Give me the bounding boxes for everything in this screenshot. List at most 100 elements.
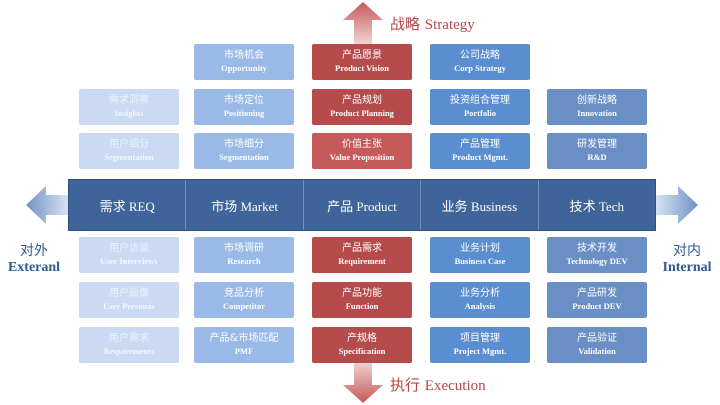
box-competitor-en: Competitor xyxy=(222,300,265,311)
box-business-case-en: Business Case xyxy=(454,255,506,266)
box-product-planning-zh: 产品规划 xyxy=(342,95,382,107)
box-user-interviews-zh: 用户访谈 xyxy=(109,243,149,255)
box-analysis: 业务分析 Analysis xyxy=(430,282,530,318)
box-insights: 需求洞察 Insights xyxy=(79,89,179,125)
box-research: 市场调研 Research xyxy=(194,237,294,273)
internal-label-en: Internal xyxy=(662,260,712,275)
box-product-mgmt: 产品管理 Product Mgmt. xyxy=(430,133,530,169)
down-arrow-icon xyxy=(343,361,383,403)
box-product-vision-zh: 产品愿景 xyxy=(342,50,382,62)
box-innovation: 创新战略 Innovation xyxy=(547,89,647,125)
box-requirements-zh: 用户需求 xyxy=(109,333,149,345)
box-portfolio-zh: 投资组合管理 xyxy=(450,95,510,107)
strategy-label-zh: 战略 xyxy=(390,15,421,33)
box-requirements-en: Requirements xyxy=(103,345,155,356)
box-user-segmentation-zh: 用户细分 xyxy=(109,139,149,151)
band-tech: 技术 Tech xyxy=(569,198,624,214)
box-requirement: 产品需求 Requirement xyxy=(312,237,412,273)
box-business-case-zh: 业务计划 xyxy=(460,243,500,255)
box-rnd: 研发管理 R&D xyxy=(547,133,647,169)
box-portfolio: 投资组合管理 Portfolio xyxy=(430,89,530,125)
box-project-mgmt-en: Project Mgmt. xyxy=(453,345,507,356)
box-research-zh: 市场调研 xyxy=(224,243,264,255)
box-product-vision: 产品愿景 Product Vision xyxy=(312,44,412,80)
box-user-personas-zh: 用户画像 xyxy=(109,288,149,300)
band-business: 业务 Business xyxy=(421,180,539,230)
box-positioning-zh: 市场定位 xyxy=(224,95,264,107)
box-requirements: 用户需求 Requirements xyxy=(79,327,179,363)
box-market-segmentation-zh: 市场细分 xyxy=(224,139,264,151)
box-market-segmentation-en: Segmentation xyxy=(219,151,269,162)
left-arrow-icon xyxy=(26,186,70,224)
box-corp-strategy: 公司战略 Corp Strategy xyxy=(430,44,530,80)
box-value-proposition: 价值主张 Value Proposition xyxy=(312,133,412,169)
band-product: 产品 Product xyxy=(304,180,422,230)
box-validation: 产品验证 Validation xyxy=(547,327,647,363)
box-positioning-en: Positioning xyxy=(223,107,265,118)
execution-label: 执行 Execution xyxy=(390,374,486,395)
box-validation-en: Validation xyxy=(578,345,616,356)
right-arrow-icon xyxy=(654,186,698,224)
box-analysis-zh: 业务分析 xyxy=(460,288,500,300)
box-technology-dev-en: Technology DEV xyxy=(566,255,628,266)
box-opportunity-zh: 市场机会 xyxy=(224,50,264,62)
external-label: 对外 Exteranl xyxy=(0,240,68,276)
execution-label-en: Execution xyxy=(424,378,486,394)
box-market-segmentation: 市场细分 Segmentation xyxy=(194,133,294,169)
box-pmf-en: PMF xyxy=(234,345,254,356)
box-positioning: 市场定位 Positioning xyxy=(194,89,294,125)
box-validation-zh: 产品验证 xyxy=(577,333,617,345)
box-corp-strategy-en: Corp Strategy xyxy=(454,62,506,73)
box-specification-zh: 产规格 xyxy=(347,333,377,345)
box-competitor: 竞品分析 Competitor xyxy=(194,282,294,318)
box-portfolio-en: Portfolio xyxy=(463,107,497,118)
box-requirement-zh: 产品需求 xyxy=(342,243,382,255)
box-value-proposition-zh: 价值主张 xyxy=(342,139,382,151)
category-band: 需求 REQ 市场 Market 产品 Product 业务 Business … xyxy=(68,179,656,231)
box-user-segmentation: 用户细分 Segmentation xyxy=(79,133,179,169)
execution-label-zh: 执行 xyxy=(390,376,421,394)
box-pmf: 产品&市场匹配 PMF xyxy=(194,327,294,363)
box-corp-strategy-zh: 公司战略 xyxy=(460,50,500,62)
box-user-personas-en: User Personas xyxy=(103,300,155,311)
box-value-proposition-en: Value Proposition xyxy=(329,151,395,162)
box-pmf-zh: 产品&市场匹配 xyxy=(209,333,279,345)
box-function-zh: 产品功能 xyxy=(342,288,382,300)
box-project-mgmt-zh: 项目管理 xyxy=(460,333,500,345)
box-competitor-zh: 竞品分析 xyxy=(224,288,264,300)
box-product-planning-en: Product Planning xyxy=(330,107,394,118)
box-product-vision-en: Product Vision xyxy=(335,62,389,73)
external-label-en: Exteranl xyxy=(7,260,61,275)
box-business-case: 业务计划 Business Case xyxy=(430,237,530,273)
box-user-segmentation-en: Segmentation xyxy=(104,151,154,162)
box-product-dev-zh: 产品研发 xyxy=(577,288,617,300)
box-requirement-en: Requirement xyxy=(338,255,386,266)
box-technology-dev: 技术开发 Technology DEV xyxy=(547,237,647,273)
box-user-interviews-en: User Interviews xyxy=(100,255,158,266)
box-function-en: Function xyxy=(345,300,379,311)
box-product-planning: 产品规划 Product Planning xyxy=(312,89,412,125)
box-rnd-en: R&D xyxy=(587,151,607,162)
box-insights-en: Insights xyxy=(114,107,144,118)
box-innovation-en: Innovation xyxy=(577,107,617,118)
box-product-dev-en: Product DEV xyxy=(572,300,622,311)
strategy-label-en: Strategy xyxy=(424,17,475,33)
box-insights-zh: 需求洞察 xyxy=(109,95,149,107)
box-rnd-zh: 研发管理 xyxy=(577,139,617,151)
box-product-dev: 产品研发 Product DEV xyxy=(547,282,647,318)
box-product-mgmt-en: Product Mgmt. xyxy=(452,151,508,162)
strategy-label: 战略 Strategy xyxy=(390,13,475,34)
box-analysis-en: Analysis xyxy=(464,300,496,311)
box-specification: 产规格 Specification xyxy=(312,327,412,363)
internal-label-zh: 对内 xyxy=(673,243,701,259)
internal-label: 对内 Internal xyxy=(654,240,720,276)
box-user-personas: 用户画像 User Personas xyxy=(79,282,179,318)
box-opportunity-en: Opportunity xyxy=(221,62,267,73)
box-project-mgmt: 项目管理 Project Mgmt. xyxy=(430,327,530,363)
external-label-zh: 对外 xyxy=(20,243,48,259)
box-innovation-zh: 创新战略 xyxy=(577,95,617,107)
box-opportunity: 市场机会 Opportunity xyxy=(194,44,294,80)
band-market: 市场 Market xyxy=(186,180,304,230)
box-function: 产品功能 Function xyxy=(312,282,412,318)
box-specification-en: Specification xyxy=(338,345,386,356)
